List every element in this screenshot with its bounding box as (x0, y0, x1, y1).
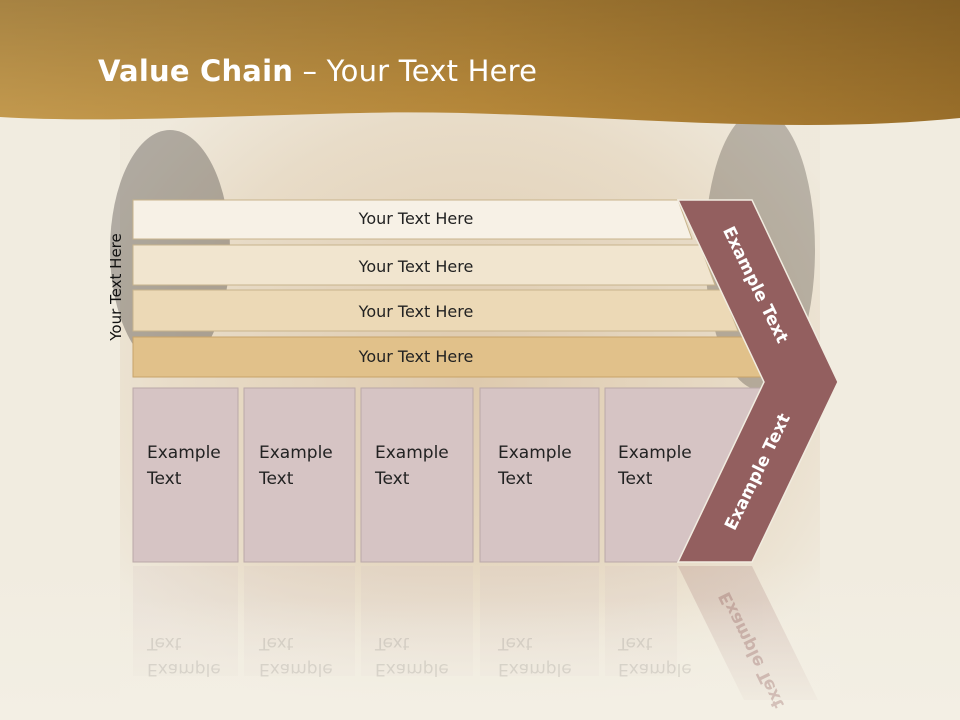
primary-box-label: Example Text (147, 443, 221, 489)
primary-box-3 (360, 387, 474, 563)
support-bar-label: Your Text Here (358, 257, 474, 276)
support-bar-1 (132, 199, 693, 240)
reflection-label: Example Text (498, 633, 572, 679)
primary-box-4 (479, 387, 600, 563)
margin-chevron (676, 199, 839, 563)
title-rest: – Your Text Here (293, 54, 538, 88)
page-title: Value Chain – Your Text Here (98, 54, 537, 88)
support-bar-2 (132, 244, 716, 286)
primary-box-1 (132, 387, 239, 563)
primary-box-label: Example Text (498, 443, 572, 489)
support-bar-label: Your Text Here (358, 347, 474, 366)
reflection-label: Example Text (375, 633, 449, 679)
primary-box-label: Example Text (375, 443, 449, 489)
primary-box-label: Example Text (618, 443, 692, 489)
support-bar-3 (132, 289, 739, 332)
reflection-label: Example Text (618, 633, 692, 679)
reflection-label: Example Text (259, 633, 333, 679)
support-bar-label: Your Text Here (358, 302, 474, 321)
reflection-label: Example Text (147, 633, 221, 679)
title-bold: Value Chain (98, 54, 294, 88)
support-bar-label: Your Text Here (358, 209, 474, 228)
primary-box-2 (243, 387, 356, 563)
primary-box-label: Example Text (259, 443, 333, 489)
